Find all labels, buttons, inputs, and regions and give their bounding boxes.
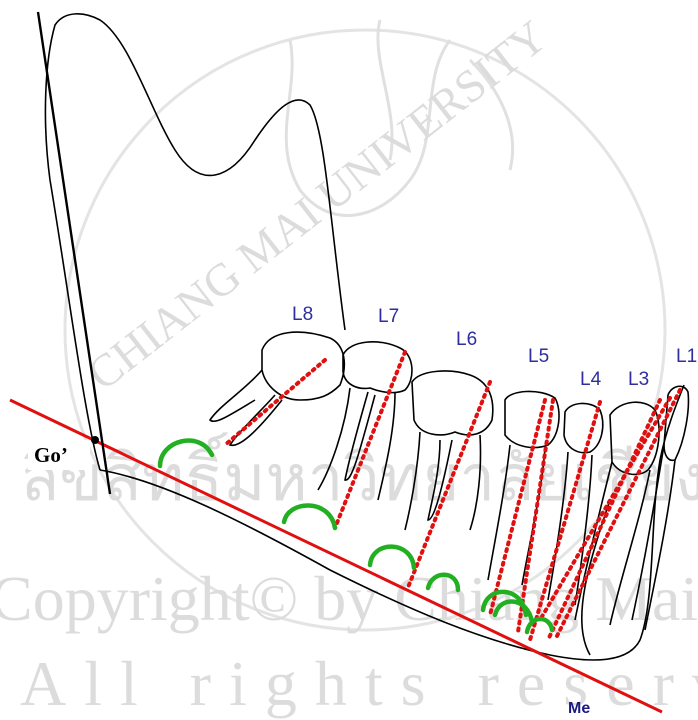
tooth-axes (223, 350, 682, 642)
axis-l4 (528, 400, 602, 642)
tooth-l6-crown (411, 370, 494, 436)
watermark-seal-figure-2 (376, 19, 515, 171)
tooth-l4-root (547, 451, 593, 606)
tooth-l6-roots (404, 431, 482, 531)
tooth-label-l3: L3 (628, 369, 649, 390)
tooth-label-l8: L8 (292, 304, 313, 325)
tooth-l1-root (631, 444, 676, 631)
tooth-l7-crown (342, 341, 413, 394)
go-label: Go’ (34, 443, 68, 467)
tooth-label-l1: L1 (676, 346, 697, 367)
axis-l5-a (516, 398, 555, 634)
watermark-seal-figure (284, 39, 452, 217)
tooth-l4-crown (563, 402, 604, 454)
watermark: CHIANG MAI UNIVERSITY ลิขสิทธิ์มหาวิทยาล… (0, 10, 698, 719)
axis-l7 (333, 350, 407, 530)
axis-l1 (553, 388, 682, 642)
axis-l5-b (488, 398, 547, 617)
angle-arcs (157, 438, 555, 635)
axis-l3-b (538, 396, 672, 622)
gonion-point (91, 436, 99, 444)
arc-l7 (281, 503, 338, 531)
axis-l6 (405, 380, 492, 592)
mandible-ramus (44, 13, 346, 471)
tooth-l1-crown (663, 385, 690, 462)
mandible-lower-border (99, 384, 685, 661)
axis-l3 (546, 398, 662, 642)
me-label: Me (568, 700, 590, 717)
watermark-line1: CHIANG MAI UNIVERSITY (78, 10, 556, 399)
arc-l8 (157, 438, 215, 469)
tooth-l7-roots (317, 387, 396, 501)
tooth-label-l5: L5 (528, 346, 549, 367)
tooth-label-l4: L4 (580, 369, 602, 390)
arc-l4 (492, 599, 535, 625)
arc-l5-a (425, 572, 461, 593)
mandibular-plane-line (9, 398, 663, 714)
watermark-line4: All rights reserved (20, 648, 698, 719)
tooth-l8-crown (261, 331, 346, 401)
axis-l8 (223, 358, 327, 447)
watermark-line2: ลิขสิทธิ์มหาวิทยาลัยเชียงใหม่ (20, 432, 698, 514)
go-label-background (28, 440, 90, 470)
teeth (208, 331, 690, 631)
arc-l3 (524, 616, 555, 635)
tooth-l8-roots (208, 369, 283, 447)
watermark-seal-ring (63, 28, 667, 632)
watermark-line3: Copyright© by Chiang Mai University (0, 563, 698, 634)
ramus-tangent-line (36, 11, 112, 495)
arc-l6 (367, 544, 417, 571)
tooth-label-l7: L7 (378, 306, 399, 327)
tooth-label-l6: L6 (456, 329, 477, 350)
tooth-l5-crown (504, 390, 560, 449)
